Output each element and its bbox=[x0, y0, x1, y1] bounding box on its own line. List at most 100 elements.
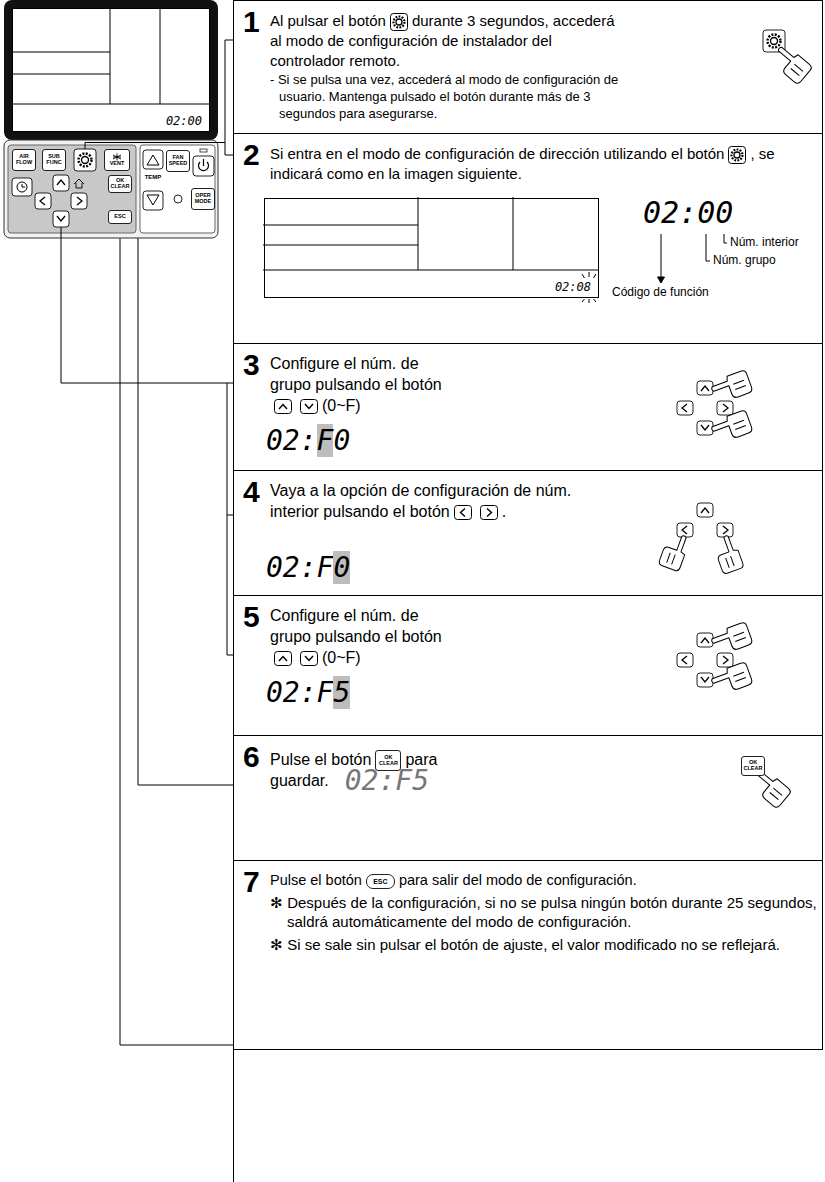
label-text: 02:F5 bbox=[345, 764, 429, 797]
icon-part bbox=[279, 404, 287, 409]
lcd-readout: 02:08 bbox=[555, 281, 591, 293]
remote-button: OPER MODE bbox=[191, 188, 215, 210]
label-text: Núm. grupo bbox=[713, 253, 776, 267]
step-text: Si entra en el modo de configuración de … bbox=[270, 144, 810, 184]
button-label: ESC bbox=[114, 214, 125, 220]
remote-keypad bbox=[4, 140, 218, 238]
note-text: - Si se pulsa una vez, accederá al modo … bbox=[270, 72, 630, 123]
arrow-keypad bbox=[658, 503, 744, 575]
step-number: 6 bbox=[243, 740, 260, 773]
note-text: ✻ Después de la configuración, si no se … bbox=[270, 893, 820, 932]
step-panel: 5 Configure el núm. de grupo pulsando el … bbox=[233, 595, 823, 735]
label-text: 0 bbox=[333, 551, 350, 584]
icon-part bbox=[301, 399, 318, 413]
lcd-screen: 02:08 bbox=[264, 198, 599, 298]
remote-button: ESC bbox=[108, 210, 132, 224]
arrow-keypad bbox=[677, 622, 753, 697]
button-icon bbox=[300, 651, 318, 666]
button-icon: ESC bbox=[366, 874, 395, 889]
button-icon bbox=[274, 651, 292, 666]
button-label: SUB FUNC bbox=[43, 154, 65, 166]
button-icon bbox=[300, 399, 318, 414]
remote-button: FAN SPEED bbox=[166, 150, 190, 172]
button-icon bbox=[390, 13, 408, 31]
button-icon bbox=[454, 505, 472, 520]
icon-part bbox=[396, 19, 402, 25]
step-number: 3 bbox=[243, 348, 260, 381]
step-panel: 1 Al pulsar el botóndurante 3 segundos, a… bbox=[233, 0, 823, 133]
step-text: Configure el núm. de grupo pulsando el b… bbox=[270, 354, 448, 416]
instruction-text: (0~F) bbox=[322, 649, 361, 666]
button-icon bbox=[274, 399, 292, 414]
instruction-text: Al pulsar el botón bbox=[270, 12, 386, 29]
annotation: Código de función bbox=[612, 286, 709, 300]
label-text: 02:F bbox=[266, 676, 333, 709]
button-label: AIR FLOW bbox=[13, 154, 35, 166]
step-number: 5 bbox=[243, 600, 260, 633]
button-icon bbox=[480, 505, 498, 520]
label-text: 5 bbox=[333, 676, 350, 709]
button-label: FAN SPEED bbox=[167, 155, 189, 167]
lcd-readout: 02:00 bbox=[166, 115, 202, 127]
step-number: 1 bbox=[243, 5, 260, 38]
label-text: Código de función bbox=[612, 285, 709, 299]
step-number: 7 bbox=[243, 865, 260, 898]
display-readout: 02:F0 bbox=[266, 425, 350, 457]
button-label: OK CLEAR bbox=[109, 178, 131, 190]
instruction-text: Pulse el botón bbox=[270, 872, 362, 888]
label-text: TEMP bbox=[145, 174, 162, 180]
icon-part bbox=[275, 651, 292, 665]
instruction-text: . bbox=[502, 503, 506, 520]
vent-icon bbox=[112, 153, 122, 161]
leader-lines bbox=[61, 40, 234, 1182]
remote-button: SUB FUNC bbox=[42, 149, 66, 171]
note-text: ✻ Si se sale sin pulsar el botón de ajus… bbox=[270, 935, 820, 955]
button-icon: OK CLEAR bbox=[741, 756, 765, 776]
icon-part bbox=[480, 506, 497, 520]
display-readout: 02:F5 bbox=[345, 765, 429, 797]
icon-part bbox=[275, 399, 292, 413]
annotation: Núm. grupo bbox=[713, 254, 776, 268]
button-label: OPER MODE bbox=[192, 193, 214, 205]
arrow-keypad bbox=[677, 370, 753, 445]
instruction-text: para salir del modo de configuración. bbox=[399, 872, 637, 888]
step-panel: OK CLEAR6Pulse el botónOK CLEARpara guar… bbox=[233, 735, 823, 860]
lcd-screen: 02:00 bbox=[12, 8, 210, 132]
icon-part bbox=[393, 17, 404, 28]
remote-button: VENT bbox=[104, 149, 130, 171]
instruction-text: (0~F) bbox=[322, 397, 361, 414]
leader-connector bbox=[132, 184, 233, 785]
step-text: Pulse el botón ESC para salir del modo de … bbox=[270, 871, 820, 954]
annotation: Núm. interior bbox=[730, 236, 799, 250]
icon-part bbox=[454, 506, 471, 520]
icon-part bbox=[487, 509, 492, 517]
icon-part bbox=[301, 651, 318, 665]
label-text: F bbox=[317, 424, 334, 457]
display-readout: 02:F5 bbox=[266, 677, 350, 709]
label-text: 02:00 bbox=[643, 195, 733, 230]
label-text: 02: bbox=[266, 424, 317, 457]
instruction-text: Configure el núm. de grupo pulsando el b… bbox=[270, 607, 442, 645]
icon-part bbox=[113, 154, 121, 161]
step-number: 4 bbox=[243, 475, 260, 508]
step2-lcd-lines bbox=[263, 197, 598, 303]
step-text: Al pulsar el botóndurante 3 segundos, ac… bbox=[270, 11, 630, 123]
icon-part bbox=[305, 656, 313, 661]
button-label: ESC bbox=[373, 878, 387, 885]
button-label: TEMP bbox=[143, 174, 163, 181]
icon-part bbox=[734, 152, 740, 158]
instruction-text: Configure el núm. de grupo pulsando el b… bbox=[270, 355, 442, 393]
icon-part bbox=[279, 656, 287, 661]
label-text: Núm. interior bbox=[730, 235, 799, 249]
instruction-text: Si entra en el modo de configuración de … bbox=[270, 145, 724, 162]
icon-part bbox=[305, 404, 313, 409]
label-text: 0 bbox=[333, 424, 350, 457]
leader-connector bbox=[120, 224, 233, 1045]
step1-gear-button bbox=[763, 30, 813, 85]
button-icon bbox=[728, 146, 746, 164]
label-text: 02:F bbox=[266, 551, 333, 584]
instruction-text: Vaya a la opción de configuración de núm… bbox=[270, 482, 571, 520]
step-text: Vaya a la opción de configuración de núm… bbox=[270, 481, 600, 523]
icon-part bbox=[729, 147, 746, 164]
